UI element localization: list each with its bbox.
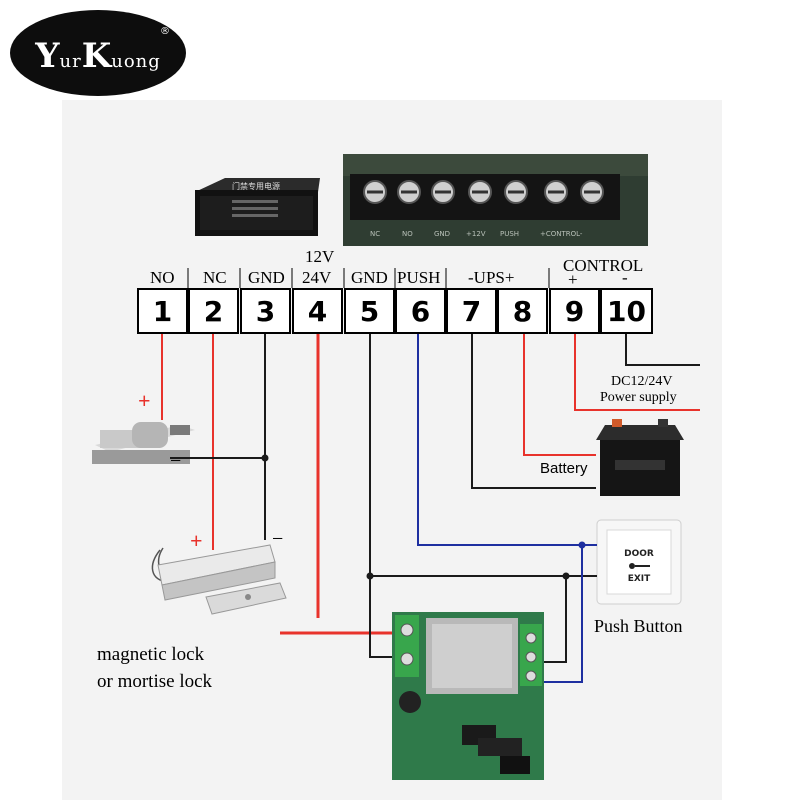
terminal-6: 6 bbox=[395, 288, 446, 334]
terminal-8: 8 bbox=[497, 288, 548, 334]
maglock-plus-sign: + bbox=[190, 528, 203, 553]
magnetic-lock-icon bbox=[151, 544, 287, 615]
supply-label-line1: DC12/24V bbox=[611, 374, 673, 389]
terminal-strip-photo: NC NO GND +12V PUSH +CONTROL- bbox=[343, 154, 648, 246]
power-supply-title: 门禁专用电源 bbox=[232, 181, 280, 191]
wire-supply-plus-red bbox=[574, 334, 700, 411]
terminal-2: 2 bbox=[188, 288, 239, 334]
group-label-control: CONTROL bbox=[563, 256, 644, 275]
strip-label-control: +CONTROL- bbox=[540, 230, 583, 238]
lock-label-line1: magnetic lock bbox=[97, 644, 205, 665]
yukuong-logo: YurKuong ® bbox=[10, 10, 186, 96]
strip-label-nc: NC bbox=[370, 230, 380, 238]
terminal-label-gnd1: GND bbox=[248, 268, 285, 287]
strike-plus-sign: + bbox=[138, 388, 151, 413]
terminal-10: 10 bbox=[600, 288, 653, 334]
terminal-label-no: NO bbox=[150, 268, 175, 287]
terminal-label-24v: 24V bbox=[302, 268, 332, 287]
battery-label: Battery bbox=[540, 460, 588, 477]
wire-push-blue bbox=[417, 334, 597, 546]
junction-dots bbox=[261, 454, 586, 580]
strip-label-12v: +12V bbox=[466, 230, 486, 238]
supply-label-line2: Power supply bbox=[600, 390, 677, 405]
relay-module-icon bbox=[392, 612, 544, 780]
terminal-label-nc: NC bbox=[203, 268, 227, 287]
strike-minus-sign: − bbox=[170, 450, 182, 472]
electric-strike-lock-icon bbox=[92, 422, 195, 464]
terminal-label-plus: + bbox=[568, 270, 578, 289]
terminal-label-gnd2: GND bbox=[351, 268, 388, 287]
wire-gnd2-black bbox=[369, 334, 392, 658]
power-supply-unit-icon: 门禁专用电源 bbox=[195, 178, 320, 236]
wire-battery-plus-red bbox=[523, 334, 596, 456]
terminal-4: 4 bbox=[292, 288, 343, 334]
button-label-door: DOOR bbox=[624, 549, 654, 559]
wire-battery-minus-black bbox=[471, 334, 596, 489]
logo-wordmark: YurKuong bbox=[35, 36, 161, 76]
button-label-exit: EXIT bbox=[628, 574, 651, 584]
terminal-label-minus: - bbox=[622, 268, 628, 287]
wires bbox=[161, 334, 700, 683]
terminal-9: 9 bbox=[549, 288, 600, 334]
group-label-ups: -UPS+ bbox=[468, 268, 515, 287]
push-button-label: Push Button bbox=[594, 616, 683, 636]
lock-label-line2: or mortise lock bbox=[97, 671, 213, 692]
strip-label-push: PUSH bbox=[500, 230, 519, 238]
terminal-5: 5 bbox=[344, 288, 395, 334]
push-button-icon: DOOR EXIT bbox=[596, 519, 682, 605]
terminal-label-push: PUSH bbox=[397, 268, 441, 287]
strip-label-gnd: GND bbox=[434, 230, 450, 238]
terminal-3: 3 bbox=[240, 288, 291, 334]
terminal-7: 7 bbox=[446, 288, 497, 334]
wire-button-to-module-black bbox=[544, 576, 567, 663]
wire-push-to-module-blue bbox=[544, 545, 583, 683]
terminal-1: 1 bbox=[137, 288, 188, 334]
registered-mark: ® bbox=[160, 26, 170, 37]
maglock-minus-sign: − bbox=[272, 528, 284, 550]
terminal-label-12v: 12V bbox=[305, 247, 335, 266]
battery-icon bbox=[596, 419, 684, 496]
strip-label-no: NO bbox=[402, 230, 413, 238]
wire-supply-minus-black bbox=[625, 334, 700, 366]
